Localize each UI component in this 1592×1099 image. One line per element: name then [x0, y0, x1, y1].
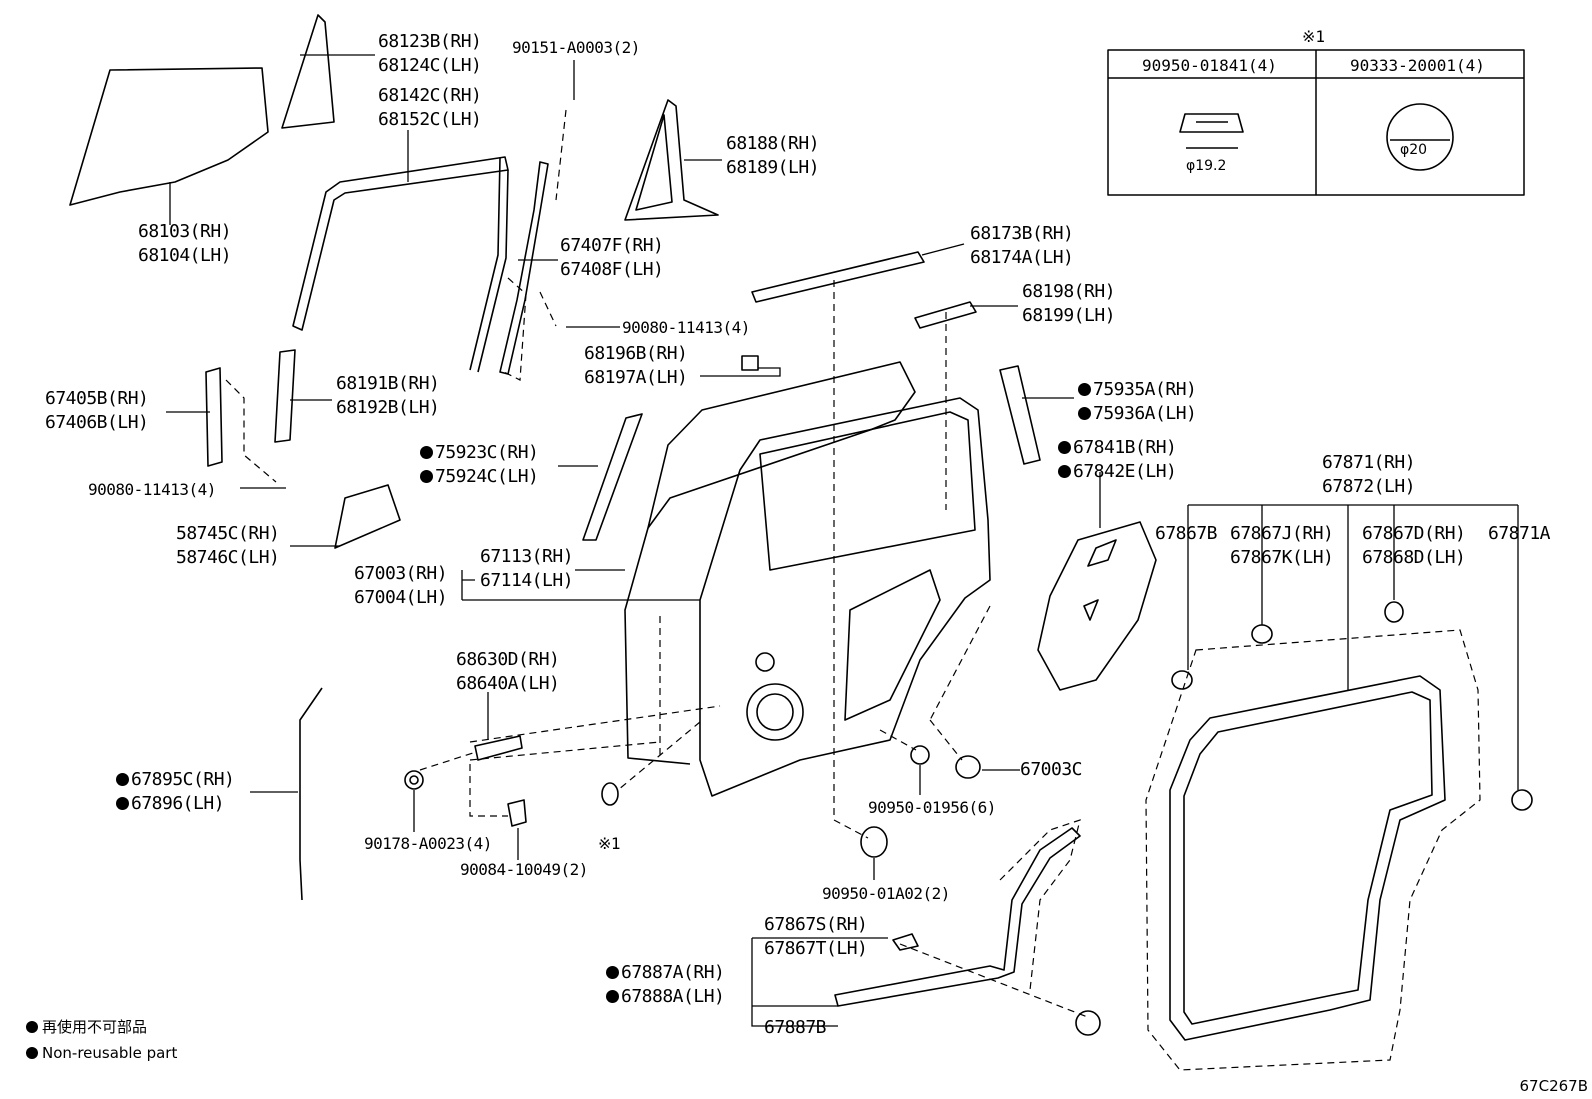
regulator-bracket — [914, 301, 977, 329]
label-service-film: 67841B(RH) 67842E(LH) — [1058, 436, 1177, 484]
plug-icon — [1179, 113, 1244, 133]
label-bolt-1: 90080-11413(4) — [622, 318, 750, 337]
hole-plug-1 — [601, 782, 619, 806]
label-belt-weatherstrip: 68173B(RH)68174A(LH) — [970, 223, 1074, 268]
label-division-channel: 67407F(RH)67408F(LH) — [560, 235, 664, 280]
label-corner-frame: 68188(RH)68189(LH) — [726, 133, 820, 178]
rear-lower-run — [274, 349, 296, 443]
nut — [404, 770, 424, 790]
label-hole-plug: 90950-01956(6) — [868, 798, 996, 817]
table-mark: ※1 — [1302, 27, 1326, 46]
door-weatherstrip — [1169, 675, 1446, 1041]
label-lower-b: 67887B — [764, 1017, 827, 1038]
label-bolt-3: 90084-10049(2) — [460, 860, 588, 879]
label-lower-run: 68191B(RH)68192B(LH) — [336, 373, 440, 418]
label-door-glass: 68103(RH)68104(LH) — [138, 221, 232, 266]
label-note-ref: ※1 — [598, 834, 621, 853]
label-rear-garnish: 75935A(RH) 75936A(LH) — [1078, 378, 1197, 426]
label-quarter-glass: 68123B(RH)68124C(LH) — [378, 31, 482, 76]
label-nut: 90178-A0023(4) — [364, 834, 492, 853]
table-col1-header: 90950-01841(4) — [1142, 56, 1277, 75]
label-outer-panel: 67113(RH)67114(LH) — [480, 546, 574, 591]
front-garnish — [582, 413, 643, 541]
label-lower-weatherstrip: 67887A(RH) 67888A(LH) — [606, 961, 725, 1009]
label-protect-tape: 58745C(RH)58746C(LH) — [176, 523, 280, 568]
service-film — [1037, 521, 1157, 691]
label-clip-j: 67867J(RH)67867K(LH) — [1230, 523, 1334, 568]
clip — [741, 355, 759, 371]
table-dim1: φ19.2 — [1186, 158, 1227, 174]
label-front-garnish: 75923C(RH) 75924C(LH) — [420, 441, 539, 489]
legend-en: Non-reusable part — [26, 1042, 177, 1064]
protect-tape — [334, 484, 401, 549]
quarter-glass — [281, 14, 335, 129]
drawing-code: 67C267B — [1519, 1077, 1588, 1095]
label-clip-a: 67871A — [1488, 523, 1551, 544]
label-cap: 67003C — [1020, 759, 1083, 780]
label-screw: 90151-A0003(2) — [512, 38, 640, 57]
label-clip: 68196B(RH)68197A(LH) — [584, 343, 688, 388]
door-outer-panel — [647, 361, 916, 529]
hinge-bracket — [205, 367, 223, 467]
label-hinge-bracket: 67405B(RH)67406B(LH) — [45, 388, 149, 433]
bolt — [507, 799, 527, 827]
hole-plug-2 — [910, 745, 930, 765]
legend-jp: 再使用不可部品 — [26, 1016, 147, 1038]
label-door-panel: 67003(RH)67004(LH) — [354, 563, 448, 608]
table-dim2: φ20 — [1400, 142, 1428, 158]
door-check — [474, 735, 523, 761]
label-clip-b: 67867B — [1155, 523, 1218, 544]
belt-weatherstrip — [751, 251, 925, 303]
door-inner-panel — [699, 397, 991, 797]
label-door-weatherstrip: 67871(RH)67872(LH) — [1322, 452, 1416, 497]
door-seal — [299, 687, 323, 901]
label-regulator: 68198(RH)68199(LH) — [1022, 281, 1116, 326]
table-col2-header: 90333-20001(4) — [1350, 56, 1485, 75]
rear-garnish — [999, 365, 1041, 465]
door-glass — [69, 67, 269, 206]
label-plug: 90950-01A02(2) — [822, 884, 950, 903]
label-door-check: 68630D(RH)68640A(LH) — [456, 649, 560, 694]
cap-icon — [1386, 103, 1454, 171]
label-clip-d: 67867D(RH)67868D(LH) — [1362, 523, 1466, 568]
label-clip-s: 67867S(RH)67867T(LH) — [764, 914, 868, 959]
label-bolt-2: 90080-11413(4) — [88, 480, 216, 499]
hole-plug-3 — [860, 826, 888, 858]
glass-run — [292, 156, 509, 331]
cap — [955, 755, 981, 779]
label-glass-run: 68142C(RH)68152C(LH) — [378, 85, 482, 130]
label-door-seal: 67895C(RH) 67896(LH) — [116, 768, 235, 816]
lower-weatherstrip — [834, 827, 1081, 1007]
corner-frame — [624, 99, 719, 221]
